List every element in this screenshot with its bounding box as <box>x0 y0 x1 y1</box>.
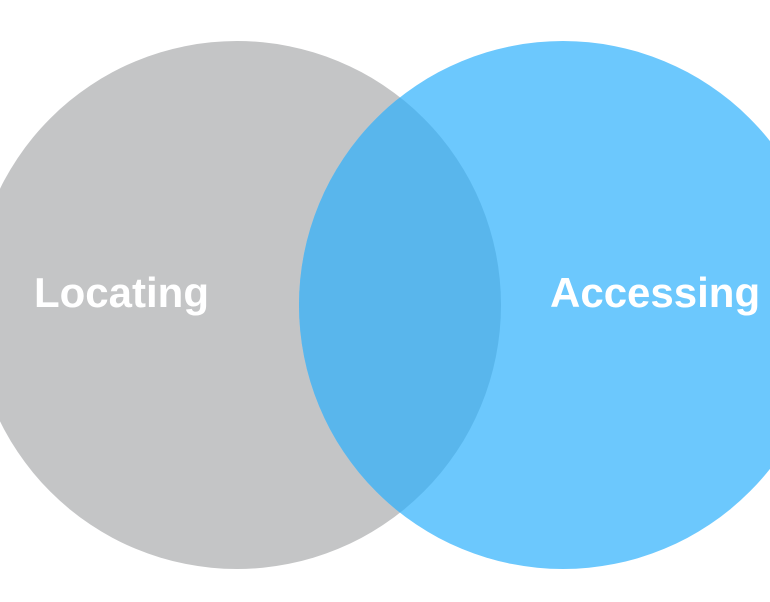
left-set-label: Locating <box>34 269 209 316</box>
right-set-label: Accessing <box>550 269 760 316</box>
intersection-region <box>299 41 501 569</box>
